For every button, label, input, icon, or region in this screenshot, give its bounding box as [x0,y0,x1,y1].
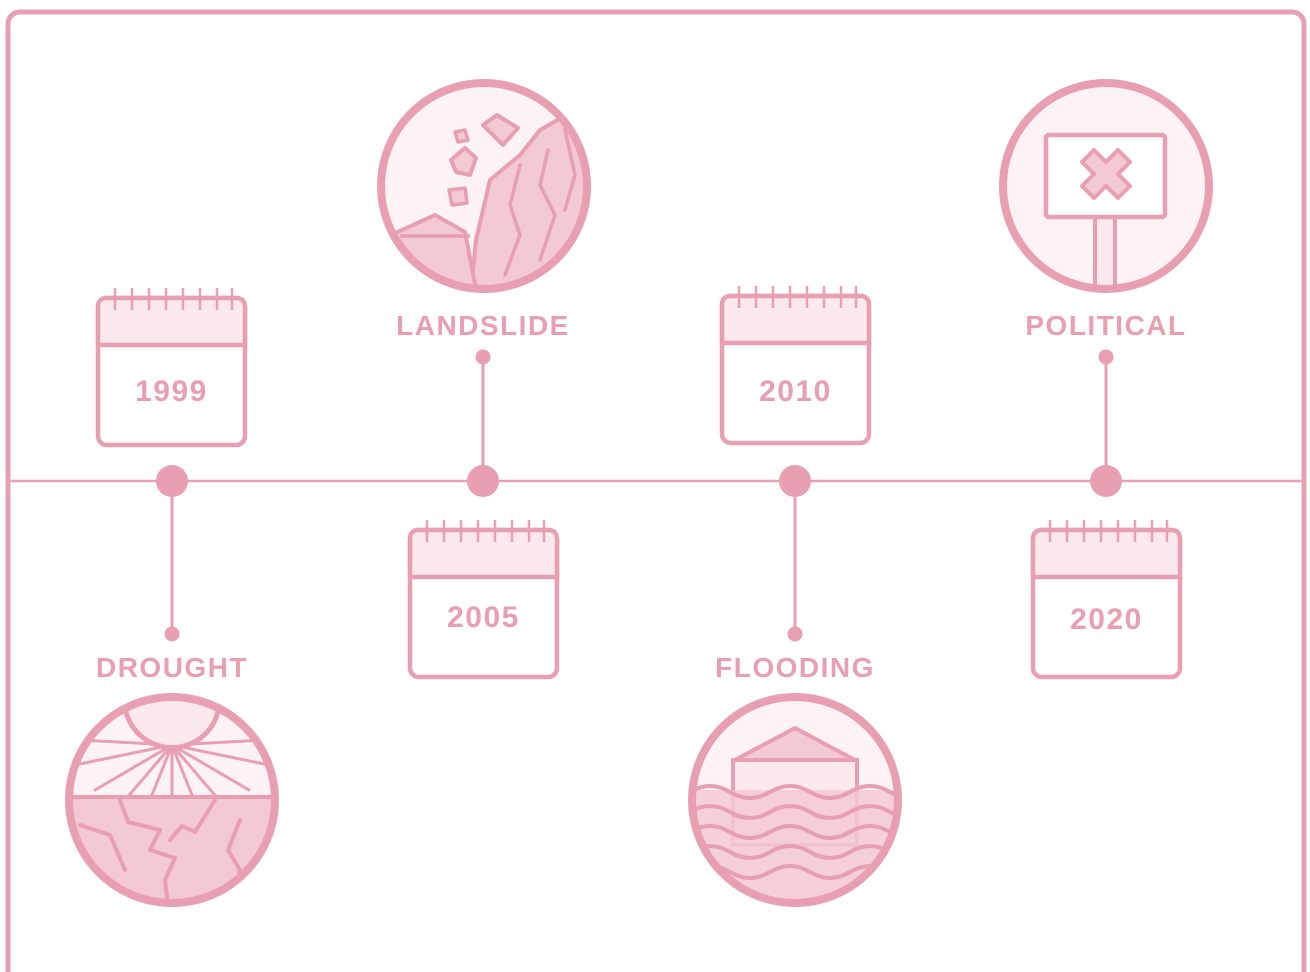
calendar-year-2020: 2020 [1070,603,1143,636]
event-label-drought: DROUGHT [96,652,248,683]
drought-icon [65,693,279,907]
calendar-1999: 1999 [95,288,248,448]
calendar-2005: 2005 [407,520,560,680]
timeline-node-1999 [156,465,188,497]
connector-2005 [467,349,499,497]
calendar-2010: 2010 [719,286,872,446]
calendar-year-2010: 2010 [759,375,832,408]
timeline-node-2005 [467,465,499,497]
event-label-political: POLITICAL [1025,310,1186,341]
connector-2020 [1090,349,1122,497]
calendar-year-1999: 1999 [135,375,208,408]
landslide-icon [377,79,591,293]
flooding-icon [688,693,902,907]
event-label-landslide: LANDSLIDE [396,310,570,341]
timeline-node-2020 [1090,465,1122,497]
connector-1999 [156,465,188,642]
event-label-flooding: FLOODING [715,652,875,683]
protest-sign-icon [999,79,1213,293]
calendar-year-2005: 2005 [447,601,520,634]
calendar-2020: 2020 [1030,520,1183,680]
connector-2010 [779,465,811,642]
outer-frame [5,9,1307,972]
timeline-node-2010 [779,465,811,497]
